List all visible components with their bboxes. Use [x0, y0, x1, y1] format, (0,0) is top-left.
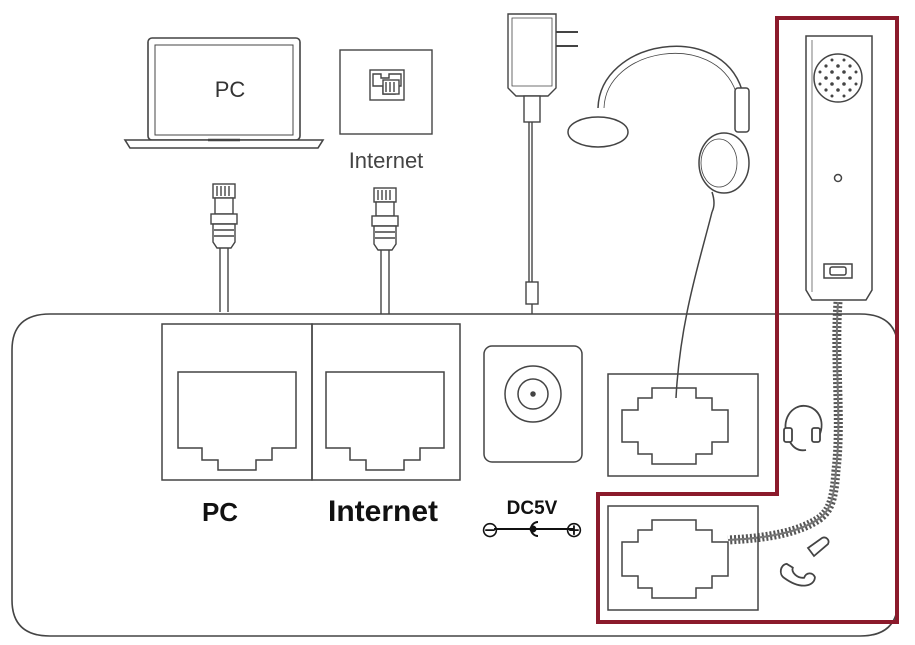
power-adapter: [507, 13, 578, 314]
headset: [567, 45, 750, 399]
dc-polarity-symbol: [494, 521, 574, 537]
internet-ethernet-plug: [371, 187, 399, 314]
pc-device-label: PC: [215, 77, 246, 102]
handset-highlight-frame: [596, 16, 899, 624]
pc-ethernet-plug: [210, 183, 238, 312]
pc-port-label: PC: [202, 497, 238, 527]
pc-port: [161, 323, 313, 481]
power-port-label: DC5V: [507, 498, 558, 519]
handset-speaker-holes: [818, 58, 858, 98]
internet-device-label: Internet: [349, 148, 424, 173]
dc-power-jack: [483, 345, 583, 463]
polarity-positive-icon: ⊕: [565, 517, 583, 542]
handset-icon: [779, 536, 830, 587]
handset-port: [607, 505, 759, 611]
internet-port: [311, 323, 461, 481]
internet-socket: [339, 49, 433, 135]
headset-port: [607, 373, 759, 477]
handset: [805, 35, 873, 301]
phone-body: [11, 313, 899, 637]
handset-cord-core: [727, 301, 840, 541]
headset-icon: [783, 405, 823, 452]
internet-port-label: Internet: [328, 495, 438, 528]
pc-laptop: [123, 37, 325, 149]
polarity-negative-icon: ⊖: [481, 517, 499, 542]
